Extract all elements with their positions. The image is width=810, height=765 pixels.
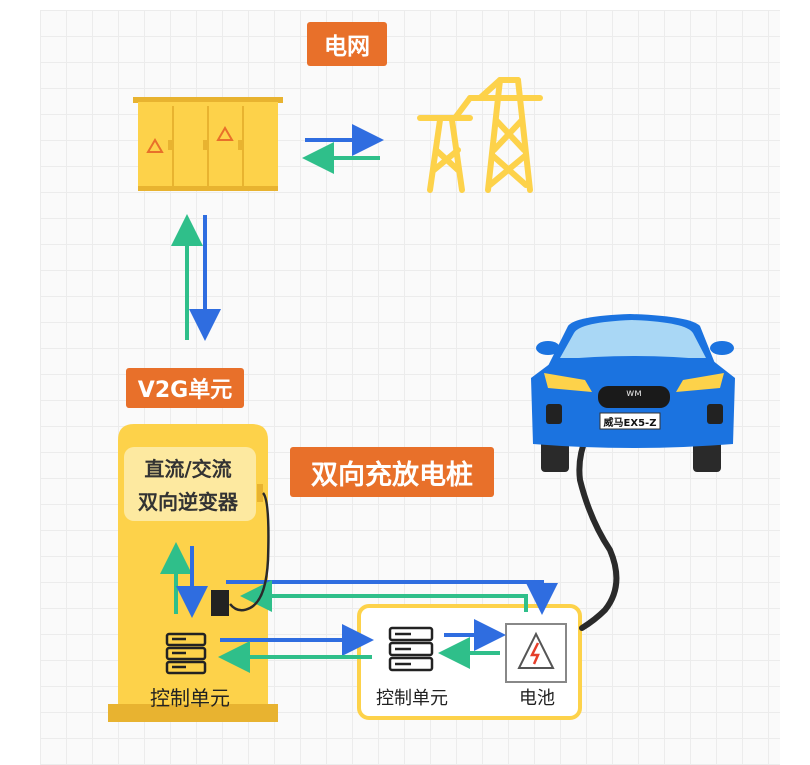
arrow-battery-to-pile-top [240, 580, 528, 612]
battery-icon [505, 623, 567, 683]
arrow-pile-to-battery-top [226, 580, 558, 615]
control-unit-right-label: 控制单元 [376, 688, 448, 709]
control-unit-left-label: 控制单元 [150, 686, 230, 710]
car-charging-cable [576, 397, 620, 631]
charging-pile-label: 双向充放电桩 [290, 447, 494, 497]
inverter-label-line2: 双向逆变器 [138, 490, 238, 514]
electric-car-icon [531, 314, 735, 472]
pile-cable [229, 492, 270, 612]
transformer-cabinet-icon [133, 97, 283, 191]
car-plate: 威马EX5-Z [603, 418, 657, 429]
battery-label: 电池 [519, 688, 555, 709]
car-logo: ᴡᴍ [626, 388, 642, 399]
grid-label: 电网 [307, 22, 387, 66]
server-icon [388, 626, 434, 672]
inverter-label-line1: 直流/交流 [144, 457, 232, 481]
power-tower-icon [417, 77, 543, 193]
v2g-unit-label: V2G单元 [126, 368, 244, 408]
server-icon [165, 632, 207, 675]
